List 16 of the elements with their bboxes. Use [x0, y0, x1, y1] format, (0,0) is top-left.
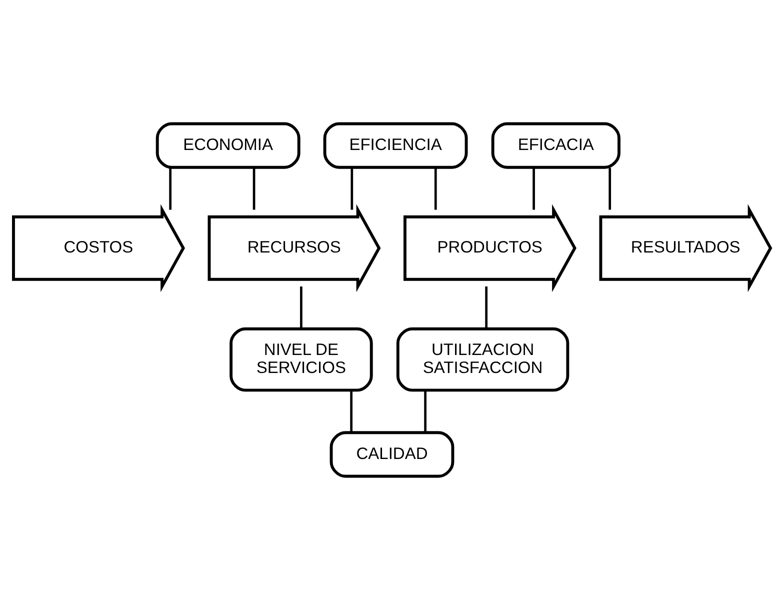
node-box: EFICACIA [491, 122, 620, 168]
node-box: ECONOMIA [156, 122, 300, 168]
node-box: UTILIZACION SATISFACCION [396, 326, 570, 392]
connector [300, 286, 302, 328]
connector [424, 390, 426, 432]
node-box: CALIDAD [330, 430, 454, 478]
connector [485, 286, 488, 328]
node-box: NIVEL DE SERVICIOS [230, 326, 373, 392]
connector [608, 167, 612, 210]
connector [350, 390, 352, 432]
connector [252, 167, 256, 210]
connector [532, 167, 535, 210]
node-box: EFICIENCIA [323, 122, 468, 168]
connector [169, 167, 172, 210]
connector [434, 167, 437, 210]
connector [350, 167, 354, 210]
